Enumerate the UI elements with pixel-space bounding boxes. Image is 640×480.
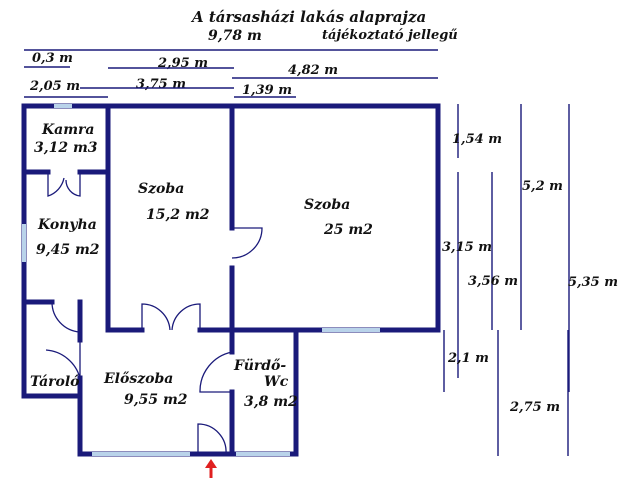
room-szoba2-area: 25 m2: [323, 222, 373, 238]
room-furdo-name-1: Fürdő-: [233, 358, 286, 374]
room-konyha-name: Konyha: [37, 217, 97, 233]
dim-0-3: 0,3 m: [32, 51, 73, 66]
door-szoba1-right: [171, 303, 201, 331]
windows: [22, 104, 380, 456]
dim-1-54: 1,54 m: [452, 132, 502, 147]
room-eloszoba-name: Előszoba: [103, 371, 173, 387]
plan-title: A társasházi lakás alaprajza: [190, 8, 426, 26]
room-kamra-area: 3,12 m3: [34, 140, 98, 156]
dim-3-56: 3,56 m: [468, 274, 518, 289]
dim-1-39: 1,39 m: [242, 83, 292, 98]
top-dimension-lines: 9,78 m 0,3 m 2,95 m 4,82 m 2,05 m 3,75 m…: [24, 28, 438, 98]
door-kamra-right: [65, 172, 81, 197]
room-tarolo-name: Tároló: [30, 374, 80, 390]
right-dimension-lines: 1,54 m 5,2 m 3,15 m 3,56 m 5,35 m 2,1 m …: [442, 104, 618, 456]
room-szoba1-name: Szoba: [138, 181, 184, 197]
dim-total-width: 9,78 m: [208, 28, 262, 44]
room-szoba1-area: 15,2 m2: [146, 207, 210, 223]
dim-2-95: 2,95 m: [157, 56, 208, 71]
dim-3-75: 3,75 m: [136, 77, 186, 92]
door-tarolo: [45, 340, 81, 379]
door-szoba-szoba: [231, 227, 263, 259]
room-labels: Kamra 3,12 m3 Konyha 9,45 m2 Szoba 15,2 …: [30, 122, 373, 410]
room-konyha-area: 9,45 m2: [36, 242, 100, 258]
room-furdo-area: 3,8 m2: [244, 394, 298, 410]
dim-4-82: 4,82 m: [288, 63, 338, 78]
door-entrance: [197, 423, 227, 455]
door-szoba1-left: [141, 303, 171, 331]
walls: [21, 103, 441, 457]
dim-5-35: 5,35 m: [568, 275, 618, 290]
dim-2-05: 2,05 m: [29, 79, 80, 94]
dim-2-75: 2,75 m: [509, 400, 560, 415]
dim-5-2: 5,2 m: [522, 179, 563, 194]
doors: [45, 172, 263, 455]
dim-2-1: 2,1 m: [447, 351, 489, 366]
room-kamra-name: Kamra: [41, 122, 95, 138]
entrance-arrow-head: [205, 459, 217, 468]
door-kamra-left: [47, 172, 65, 197]
room-szoba2-name: Szoba: [304, 197, 350, 213]
dim-3-15: 3,15 m: [442, 240, 492, 255]
plan-subtitle: tájékoztató jellegű: [322, 28, 458, 43]
room-eloszoba-area: 9,55 m2: [124, 392, 188, 408]
door-konyha: [51, 301, 81, 333]
door-furdo: [199, 351, 233, 393]
room-furdo-name-2: Wc: [264, 374, 289, 390]
entrance-arrow-icon: [205, 459, 217, 478]
